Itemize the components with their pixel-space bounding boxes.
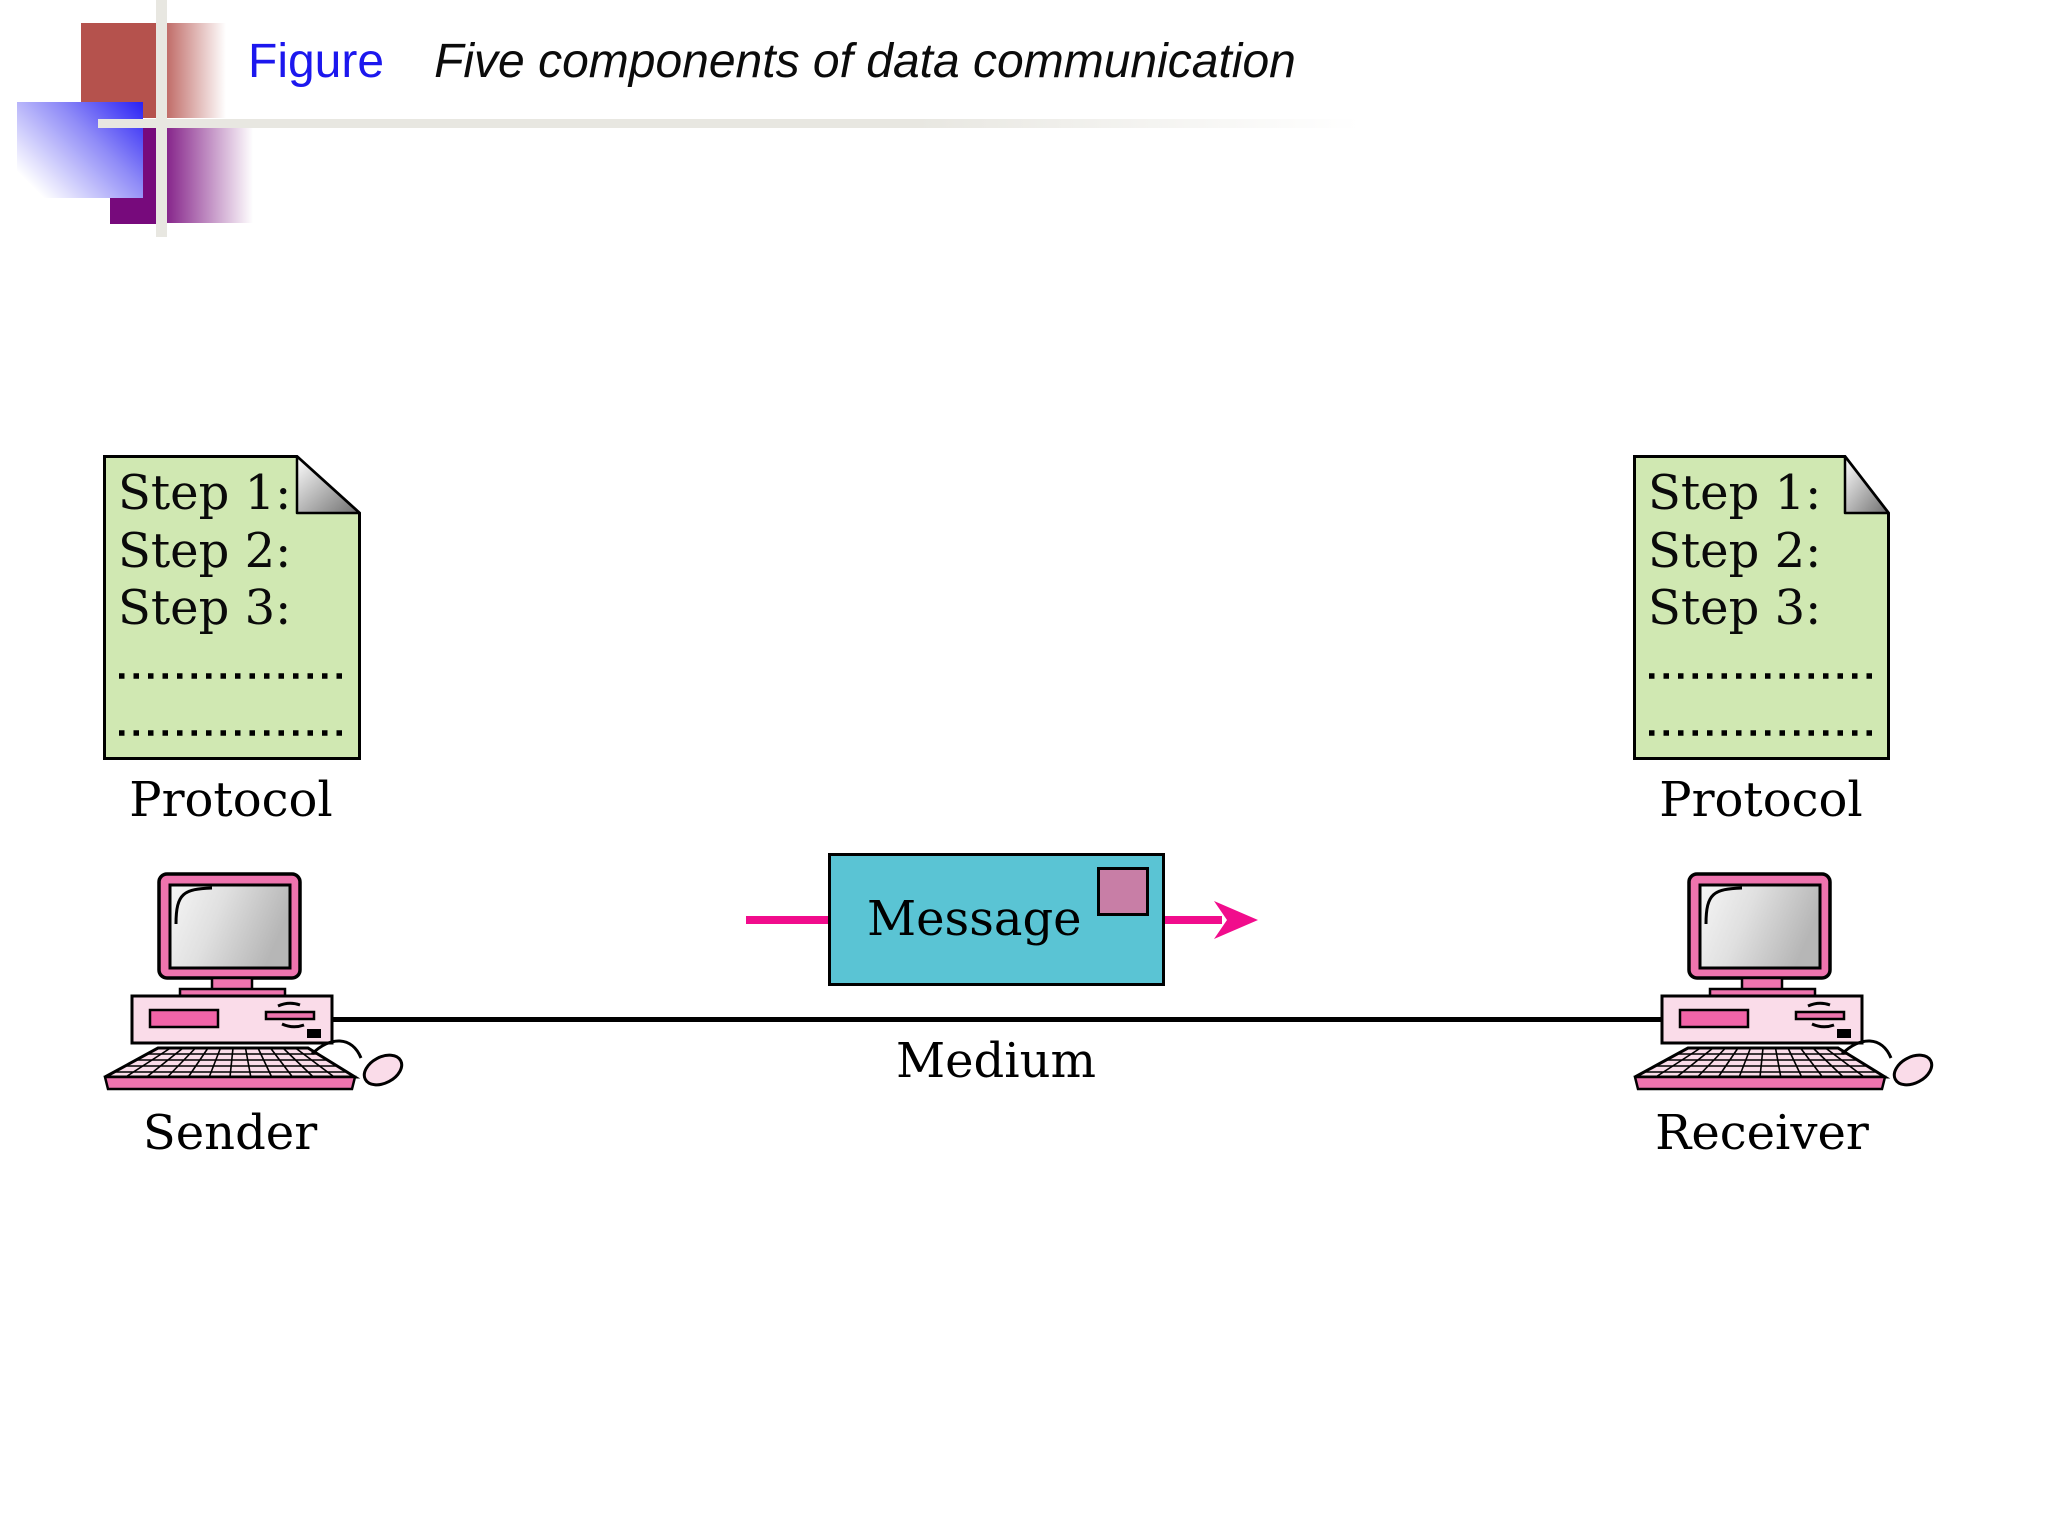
protocol-document-right [1633,455,1890,760]
message-box: Message [828,853,1165,986]
step-line: Step 3: [118,580,292,636]
medium-line [330,1017,1662,1022]
slide-title: Figure Five components of data communica… [248,34,1296,90]
sender-label: Sender [142,1105,318,1161]
receiver-computer-icon [1633,872,1939,1093]
step-line: Step 1: [118,465,292,521]
protocol-document-left [103,455,361,760]
protocol-label-left: Protocol [129,772,333,828]
message-stamp-square [1097,867,1149,916]
decor-blue-gradient-square [17,102,143,198]
protocol-steps-right: Step 1: Step 2: Step 3: [1648,465,1821,638]
figure-label: Figure [248,35,385,88]
arrowhead-icon [1214,901,1258,939]
folded-corner [1843,455,1890,515]
message-label: Message [867,891,1082,947]
decor-purple-fade [156,127,264,223]
decor-red-fade [156,23,232,118]
folded-corner [295,455,361,515]
decor-horizontal-rule [98,119,1360,128]
message-arrow-in [746,916,830,924]
sender-computer-icon [103,872,409,1093]
step-line: Step 2: [118,522,292,579]
receiver-label: Receiver [1655,1105,1869,1161]
step-line: Step 1: [1648,465,1822,521]
figure-caption: Five components of data communication [434,35,1296,88]
step-line: Step 3: [1648,580,1822,636]
protocol-label-right: Protocol [1659,772,1863,828]
step-line: Step 2: [1648,522,1822,579]
message-arrow-out [1164,901,1258,939]
decor-vertical-rule [156,0,167,237]
protocol-steps-left: Step 1: Step 2: Step 3: [118,465,291,638]
medium-label: Medium [895,1033,1097,1089]
